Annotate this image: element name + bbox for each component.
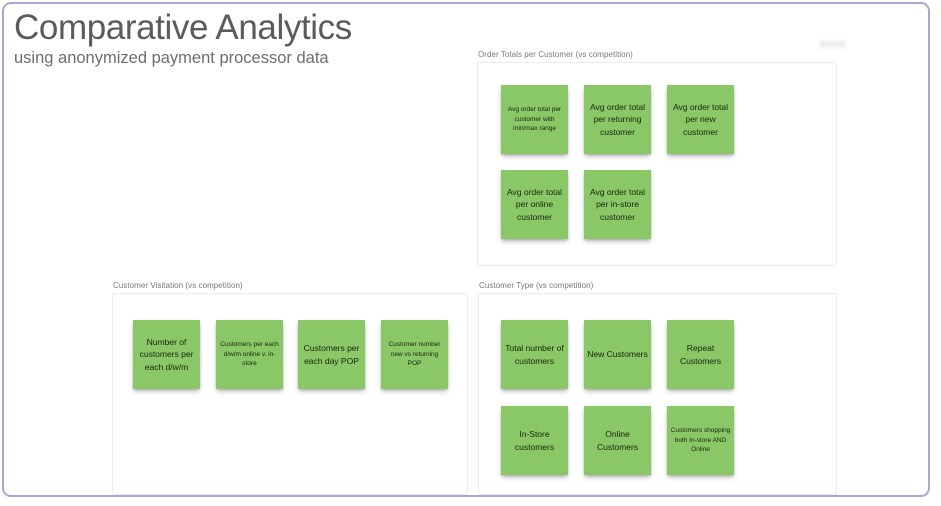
sticky-note-text: Avg order total per new customer bbox=[673, 102, 728, 137]
panel-label-customer-type: Customer Type (vs competition) bbox=[479, 281, 594, 290]
page-title: Comparative Analytics bbox=[14, 8, 352, 47]
sticky-note-text: Customers per each day POP bbox=[303, 343, 360, 366]
board-heading: Comparative Analytics using anonymized p… bbox=[14, 8, 484, 69]
page-subtitle: using anonymized payment processor data bbox=[14, 49, 329, 68]
sticky-note[interactable]: Customers shopping both In-store AND Onl… bbox=[667, 406, 734, 475]
sticky-note[interactable]: Number of customers per each d/w/m bbox=[133, 320, 200, 389]
panel-order-totals: Order Totals per Customer (vs competitio… bbox=[477, 50, 837, 266]
sticky-note[interactable]: Online Customers bbox=[584, 406, 651, 475]
sticky-note-text: Number of customers per each d/w/m bbox=[139, 337, 194, 372]
sticky-note-text: Customers per each d/w/m online v. in-st… bbox=[220, 341, 279, 368]
panel-label-customer-visitation: Customer Visitation (vs competition) bbox=[113, 281, 243, 290]
sticky-note-text: Online Customers bbox=[596, 429, 639, 452]
sticky-note[interactable]: Total number of customers bbox=[501, 320, 568, 389]
sticky-note[interactable]: Customers per each d/w/m online v. in-st… bbox=[216, 320, 283, 389]
sticky-note-text: Avg order total per customer with min/ma… bbox=[507, 106, 562, 133]
sticky-note[interactable]: Avg order total per online customer bbox=[501, 170, 568, 239]
sticky-note[interactable]: Customers per each day POP bbox=[298, 320, 365, 389]
sticky-note[interactable]: New Customers bbox=[584, 320, 651, 389]
sticky-note-text: New Customers bbox=[587, 349, 648, 360]
faded-note-artifact bbox=[820, 41, 846, 51]
sticky-note-text: Avg order total per online customer bbox=[507, 187, 562, 222]
sticky-note-text: Repeat Customers bbox=[679, 343, 722, 366]
panel-customer-type: Customer Type (vs competition) Total num… bbox=[478, 281, 837, 495]
sticky-note[interactable]: In-Store customers bbox=[501, 406, 568, 475]
sticky-note-text: Avg order total per in-store customer bbox=[590, 187, 645, 222]
sticky-note[interactable]: Avg order total per customer with min/ma… bbox=[501, 85, 568, 154]
panel-body-customer-visitation[interactable]: Number of customers per each d/w/m Custom… bbox=[112, 293, 468, 495]
sticky-note-text: Avg order total per returning customer bbox=[590, 102, 645, 137]
sticky-note[interactable]: Repeat Customers bbox=[667, 320, 734, 389]
sticky-note-text: In-Store customers bbox=[514, 429, 555, 452]
sticky-note[interactable]: Customer number new vs returning POP bbox=[381, 320, 448, 389]
panel-body-customer-type[interactable]: Total number of customers New Customers Re… bbox=[478, 293, 837, 495]
sticky-note-text: Customers shopping both In-store AND Onl… bbox=[670, 427, 731, 454]
sticky-note[interactable]: Avg order total per returning customer bbox=[584, 85, 651, 154]
sticky-note-text: Total number of customers bbox=[505, 343, 564, 366]
panel-customer-visitation: Customer Visitation (vs competition) Num… bbox=[112, 281, 468, 495]
panel-body-order-totals[interactable]: Avg order total per customer with min/ma… bbox=[477, 62, 837, 266]
sticky-note[interactable]: Avg order total per new customer bbox=[667, 85, 734, 154]
sticky-note[interactable]: Avg order total per in-store customer bbox=[584, 170, 651, 239]
panel-label-order-totals: Order Totals per Customer (vs competitio… bbox=[478, 50, 633, 59]
sticky-note-text: Customer number new vs returning POP bbox=[388, 341, 441, 368]
